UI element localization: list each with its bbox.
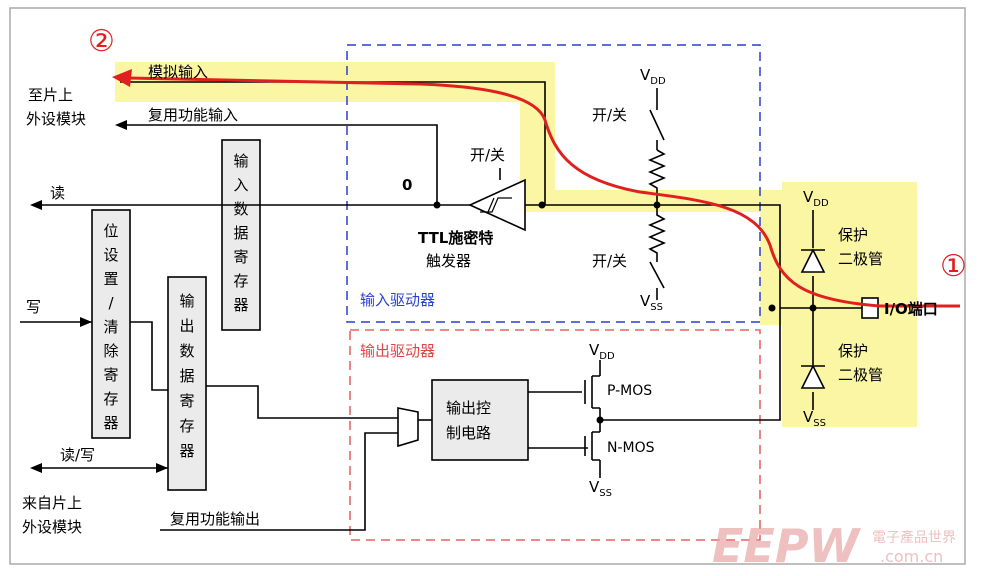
watermark-cn: 電子產品世界 (872, 529, 956, 546)
bit-set-clear-register-label: 位设置/清除寄存器 (103, 222, 118, 432)
watermark-logo: EEPW (712, 519, 862, 573)
protect-diode-bottom-line1: 保护 (838, 342, 868, 360)
input-data-register (221, 139, 261, 331)
vdd-diode-label: VDD (803, 188, 829, 209)
protect-diode-top-line1: 保护 (838, 226, 868, 244)
pulldown-switch-label: 开/关 (592, 252, 627, 270)
to-onchip-periph-line1: 至片上 (28, 86, 73, 104)
output-control-circuit (431, 379, 529, 461)
output-driver-box (349, 329, 761, 541)
eepw-watermark: EEPW 電子產品世界 .com.cn (712, 519, 956, 573)
read-write-label: 读/写 (60, 446, 95, 464)
analog-signal-path (112, 69, 960, 308)
watermark-url: .com.cn (880, 547, 943, 566)
vss-diode-label: VSS (803, 408, 826, 429)
pmos-label: P-MOS (607, 383, 652, 399)
junction-dots (433, 201, 817, 424)
zero-label: 0 (402, 176, 412, 194)
bit-set-clear-register (91, 209, 131, 439)
analog-input-label: 模拟输入 (148, 63, 208, 81)
input-data-register-label: 输入数据寄存器 (233, 152, 248, 314)
output-mux-symbol (397, 407, 419, 448)
output-data-register (167, 276, 207, 491)
from-onchip-periph-line1: 来自片上 (22, 494, 82, 512)
read-label: 读 (50, 184, 65, 202)
output-control-line2: 制电路 (446, 424, 491, 442)
write-label: 写 (26, 298, 41, 316)
vdd-mos-label: VDD (589, 341, 615, 362)
protect-diode-bottom-line2: 二极管 (838, 366, 883, 384)
marker-1: ① (940, 249, 967, 284)
schmitt-trigger-symbol (468, 168, 526, 232)
pullup-switch-label: 开/关 (592, 106, 627, 124)
io-port-label: I/O端口 (884, 300, 938, 318)
protect-diode-symbols (800, 248, 826, 389)
schmitt-trigger-line2: 触发器 (426, 252, 471, 270)
output-driver-label: 输出驱动器 (360, 342, 435, 360)
input-driver-label: 输入驱动器 (360, 291, 435, 309)
trigger-switch-label: 开/关 (470, 146, 505, 164)
vss-resistor-label: VSS (640, 292, 663, 313)
arrowheads (30, 120, 168, 473)
output-data-register-label: 输出数据寄存器 (179, 292, 194, 460)
vss-mos-label: VSS (589, 478, 612, 499)
output-control-line1: 输出控 (446, 399, 491, 417)
marker-2: ② (88, 24, 115, 59)
vdd-resistor-label: VDD (640, 66, 666, 87)
protect-diode-top-line2: 二极管 (838, 250, 883, 268)
alt-func-output-label: 复用功能输出 (170, 510, 260, 528)
to-onchip-periph-line2: 外设模块 (26, 110, 86, 128)
nmos-label: N-MOS (607, 440, 655, 456)
schmitt-trigger-line1: TTL施密特 (418, 229, 493, 247)
alt-func-input-label: 复用功能输入 (148, 106, 238, 124)
from-onchip-periph-line2: 外设模块 (22, 518, 82, 536)
